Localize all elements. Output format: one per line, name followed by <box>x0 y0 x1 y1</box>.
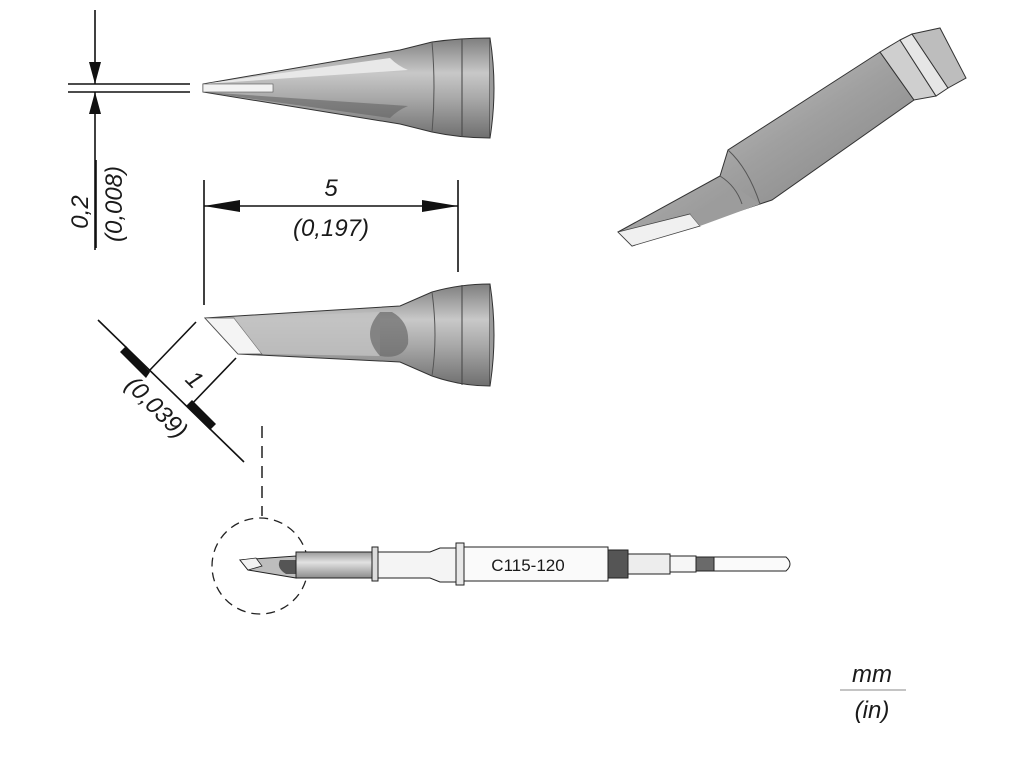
units-legend: mm (in) <box>840 661 906 724</box>
tip-isometric-view <box>617 27 967 247</box>
length-mm: 5 <box>324 175 338 202</box>
length-dimension: 5 (0,197) <box>203 175 459 305</box>
tip-full-view: C115-120 <box>211 517 791 615</box>
tip-top-view <box>203 283 495 387</box>
width-mm: 1 <box>180 366 209 395</box>
thickness-inch: (0,008) <box>101 166 128 242</box>
thickness-dimension: 0,2 (0,008) <box>67 10 190 250</box>
unit-inch: (in) <box>855 697 890 724</box>
thickness-mm: 0,2 <box>67 195 94 228</box>
tip-side-view <box>202 37 495 139</box>
length-inch: (0,197) <box>293 215 369 242</box>
unit-mm: mm <box>852 661 892 688</box>
tip-model-label: C115-120 <box>491 556 564 575</box>
